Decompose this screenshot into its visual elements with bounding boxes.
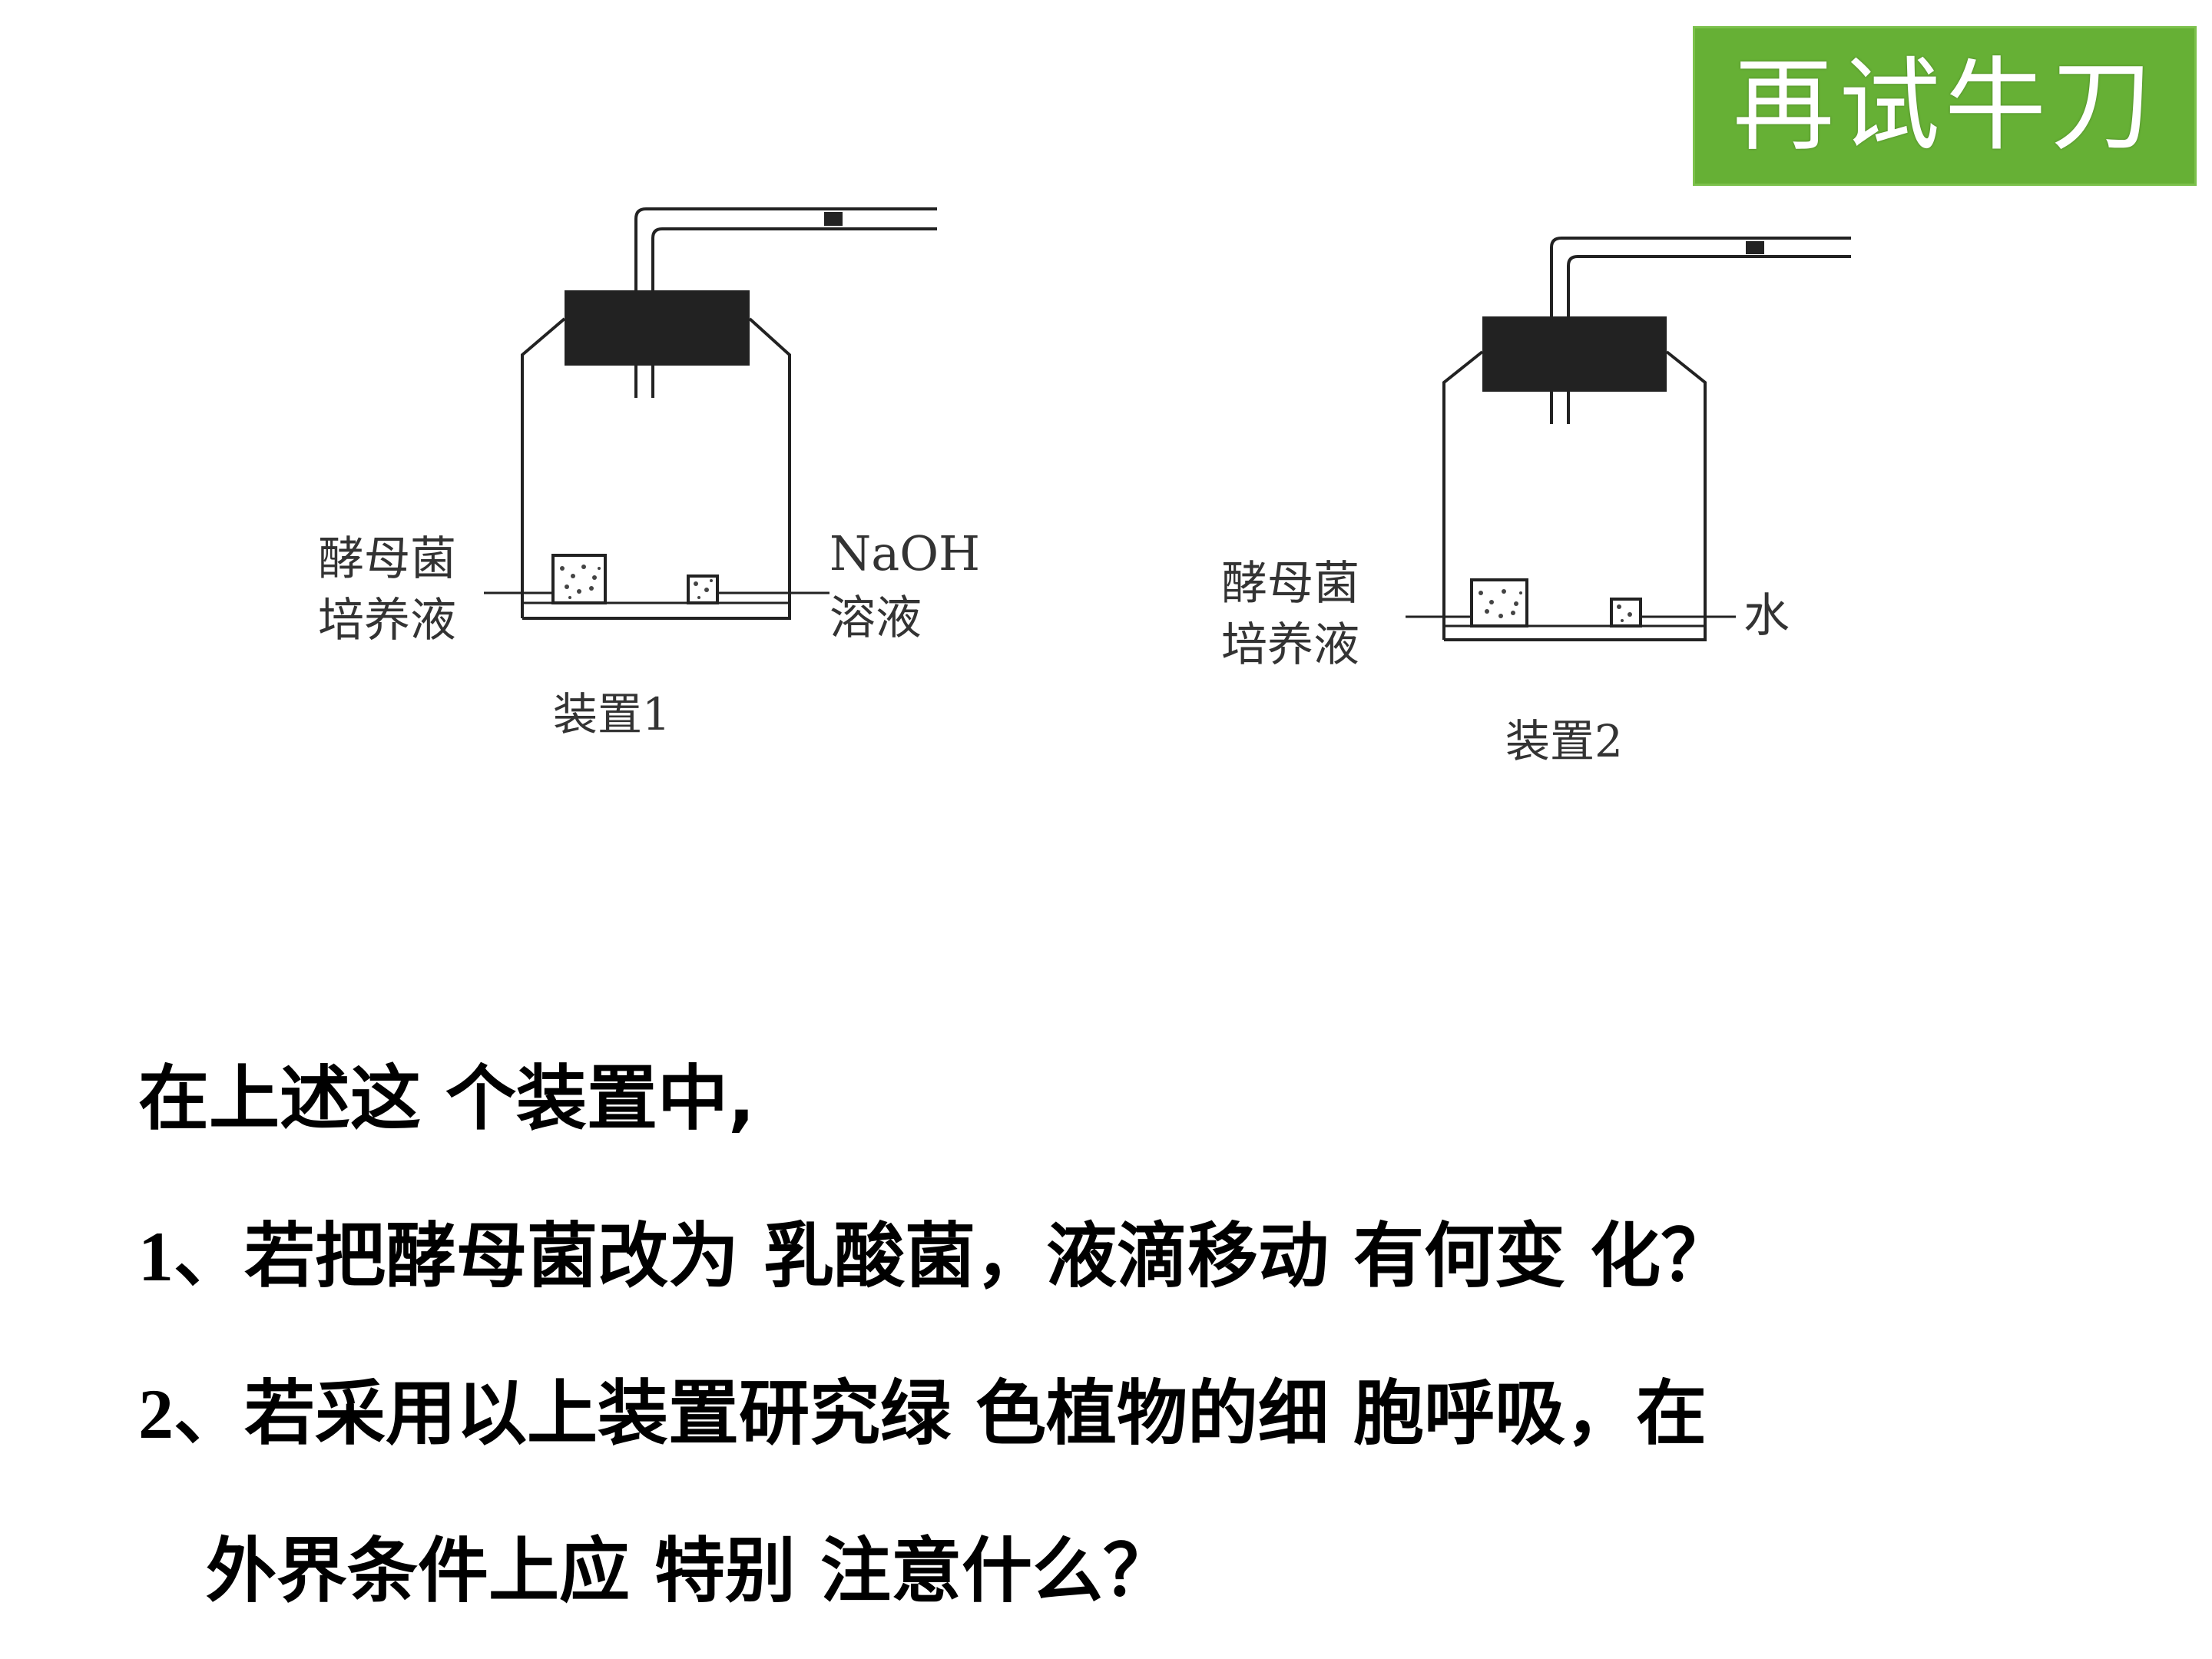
bottle-2-tube [1550, 237, 1851, 316]
bottle-2-outline [1442, 350, 1707, 641]
apparatus-diagram: 酵母菌 培养液 NaOH 溶液 装置1 酵母菌 培养液 水 装置2 [292, 184, 1874, 814]
apparatus-1-left-label-line1: 酵母菌 [318, 532, 456, 586]
question-intro: 在上述这 个装置中, [138, 1058, 755, 1140]
apparatus-1-caption: 装置1 [553, 688, 671, 740]
apparatus-2-left-label-line2: 培养液 [1221, 618, 1359, 672]
question-2-text-line1: 、若采用以上装置研究绿 色植物的细 胞呼吸，在 [174, 1373, 1707, 1455]
apparatus-2 [1406, 237, 1851, 641]
apparatus-1-right-label-line2: 溶液 [830, 591, 922, 645]
question-1-number: 1 [138, 1217, 174, 1296]
bottle-1-stopper [565, 290, 750, 366]
apparatus-2-caption: 装置2 [1505, 715, 1623, 767]
bottle-1-droplet [824, 212, 843, 226]
bottle-2-stopper [1482, 316, 1667, 392]
bottle-1-dots [560, 565, 713, 599]
apparatus-svg: 酵母菌 培养液 NaOH 溶液 装置1 酵母菌 培养液 水 装置2 [318, 207, 1851, 767]
apparatus-1-right-label-line1: NaOH [830, 525, 980, 581]
bottle-1-outline [521, 317, 791, 620]
question-2-number: 2 [138, 1375, 174, 1453]
question-2: 2、若采用以上装置研究绿 色植物的细 胞呼吸，在 [138, 1379, 1707, 1450]
bottle-2-droplet [1746, 241, 1764, 254]
bottle-1-tube [634, 207, 937, 290]
title-badge: 再试牛刀 [1693, 26, 2197, 186]
bottle-1-yeast-beaker [551, 554, 607, 604]
question-1-text: 、若把酵母菌改为 乳酸菌，液滴移动 有何变 化？ [174, 1215, 1732, 1297]
apparatus-1-left-label-line2: 培养液 [318, 594, 456, 647]
badge-title: 再试牛刀 [1733, 47, 2157, 165]
bottle-2-water-beaker [1610, 598, 1642, 628]
apparatus-2-left-label-line1: 酵母菌 [1221, 557, 1359, 611]
apparatus-2-right-label: 水 [1743, 589, 1790, 643]
question-1: 1、若把酵母菌改为 乳酸菌，液滴移动 有何变 化？ [138, 1221, 1731, 1293]
question-2-continuation: 外界条件上应 特别 注意什么？ [206, 1530, 1174, 1612]
bottle-2-yeast-beaker [1470, 578, 1528, 628]
bottle-1-naoh-beaker [687, 575, 719, 604]
bottle-2-dots [1479, 589, 1632, 622]
apparatus-1 [484, 207, 937, 620]
